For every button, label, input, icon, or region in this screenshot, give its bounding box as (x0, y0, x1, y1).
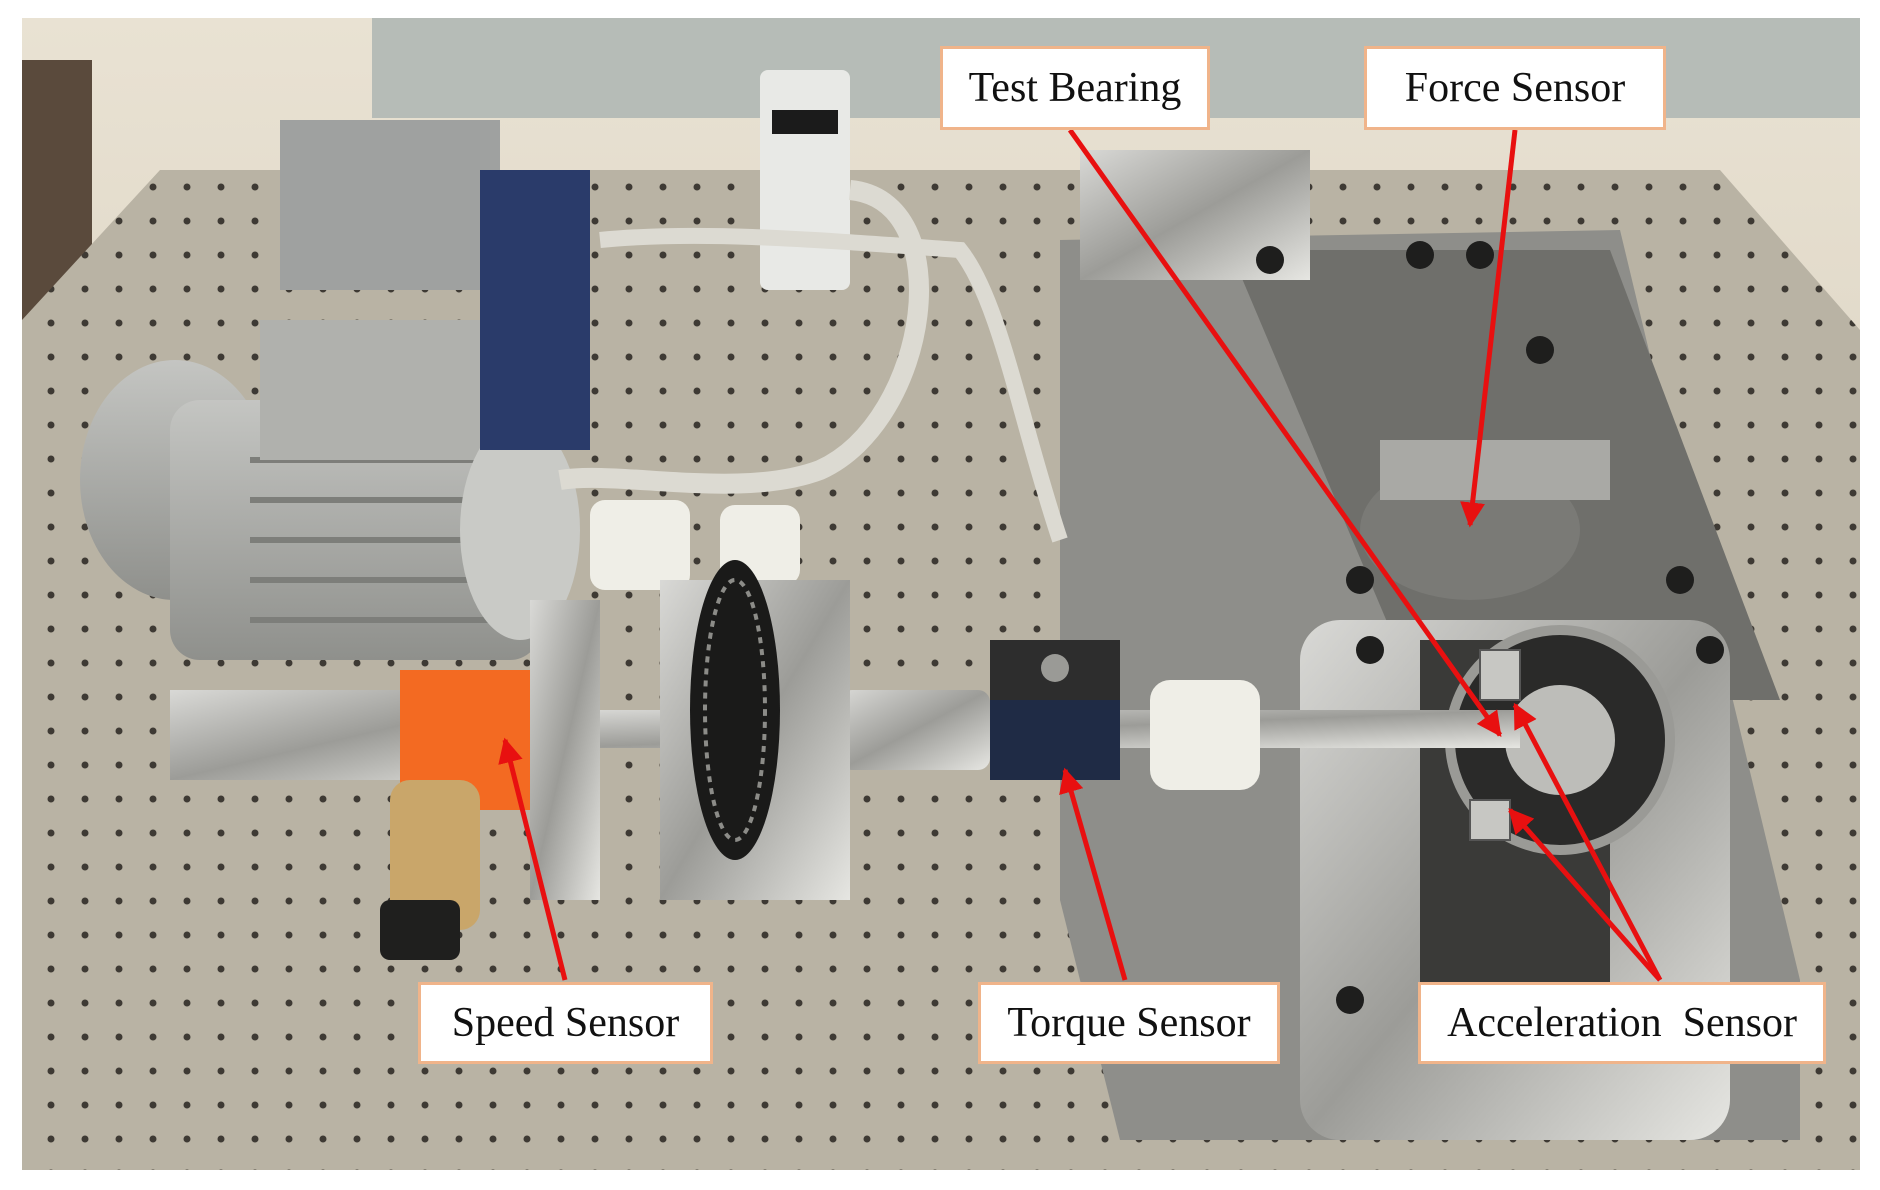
housing-bolts (1256, 241, 1724, 1014)
terminal-block (280, 120, 500, 290)
acceleration-sensor-bottom (1469, 799, 1511, 841)
regulator-display (772, 110, 838, 134)
motor-front-flange (460, 420, 580, 640)
speed-sensor-bracket (530, 600, 600, 900)
label-acceleration-sensor: Acceleration Sensor (1418, 982, 1826, 1064)
acceleration-sensor-top (1479, 649, 1521, 701)
speed-sensor-probe-end (380, 900, 460, 960)
label-torque-sensor: Torque Sensor (978, 982, 1280, 1064)
arrow-acceleration-sensor-1 (1512, 702, 1663, 982)
arrow-force-sensor (1460, 129, 1518, 528)
motor-terminal-box (260, 320, 480, 460)
arrow-test-bearing (1067, 128, 1503, 738)
speed-sensor-probe (390, 780, 480, 930)
label-force-sensor: Force Sensor (1364, 46, 1666, 130)
coupling-right (1150, 680, 1260, 790)
flywheel-teeth (703, 578, 767, 842)
label-speed-sensor: Speed Sensor (418, 982, 713, 1064)
pneumatic-hose-2 (599, 227, 1068, 543)
pressure-regulator (760, 70, 850, 290)
upper-coupling (590, 500, 690, 590)
test-bearing-inner (1505, 685, 1615, 795)
coupling-left (840, 690, 990, 770)
arrow-acceleration-sensor-2 (1508, 808, 1662, 982)
arrow-speed-sensor (498, 737, 568, 981)
label-test-bearing: Test Bearing (940, 46, 1210, 130)
arrow-torque-sensor (1059, 767, 1128, 981)
torque-sensor-connector (1041, 654, 1069, 682)
force-sensor-plate (1380, 440, 1610, 500)
annotation-arrows (498, 128, 1663, 982)
motor-body (170, 400, 540, 660)
blue-bracket (480, 170, 590, 450)
